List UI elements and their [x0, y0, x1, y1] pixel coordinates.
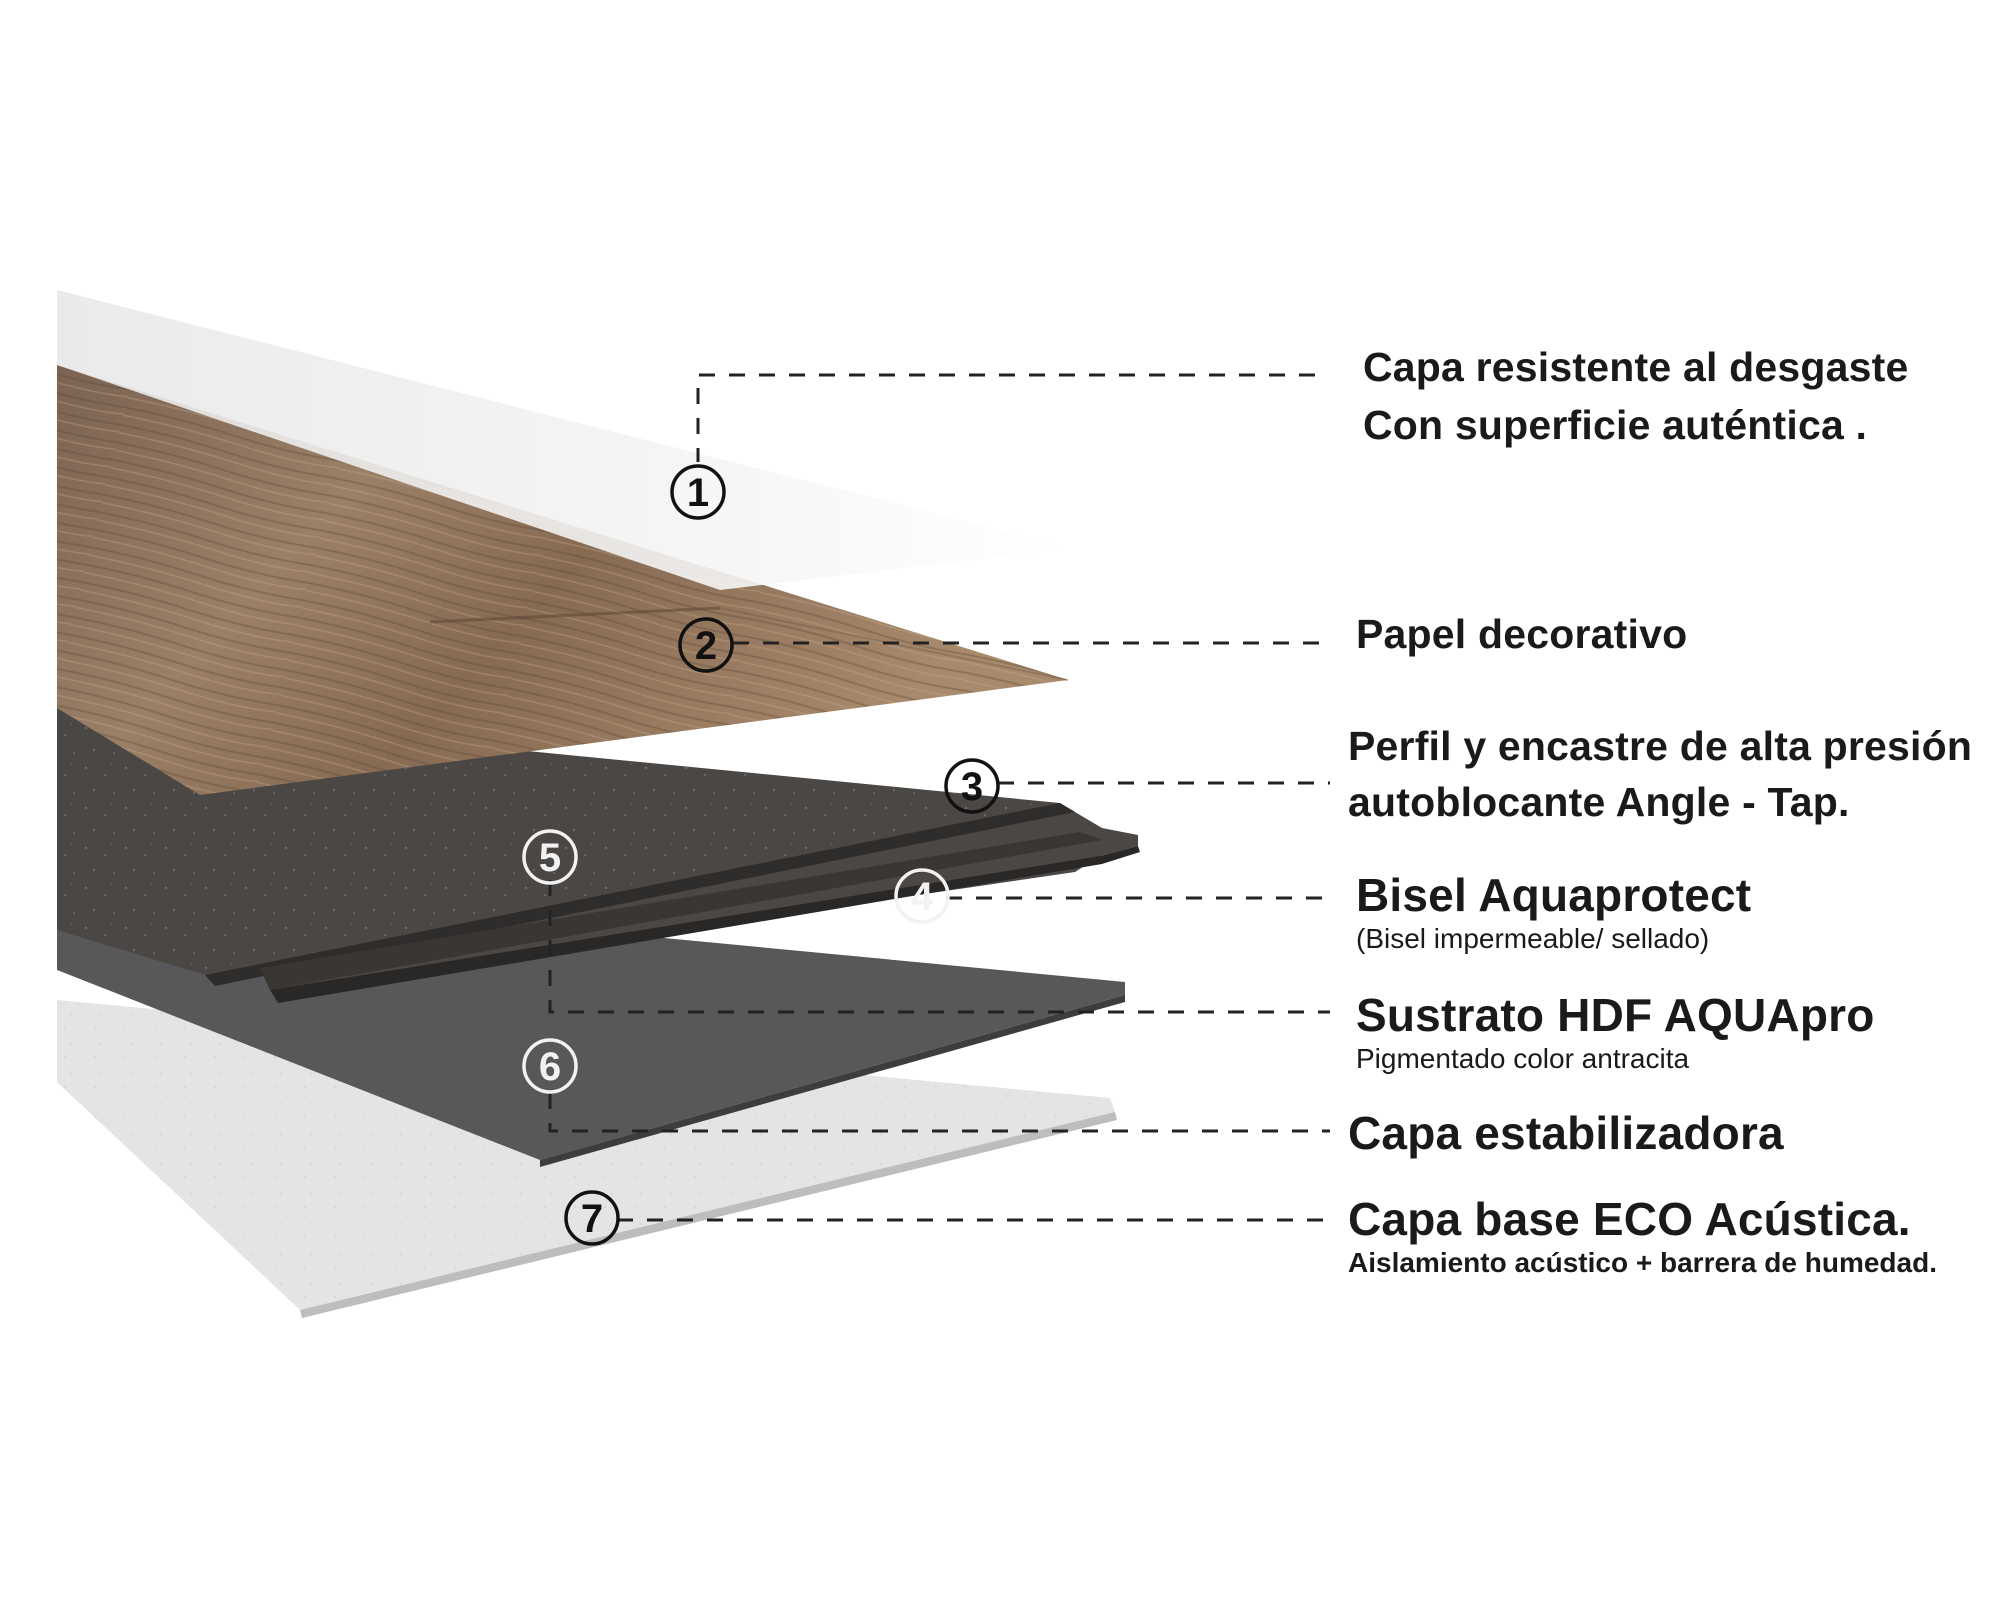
label-subtitle: Aislamiento acústico + barrera de humeda…	[1348, 1247, 1937, 1278]
number-badge-6: 6	[522, 1038, 578, 1094]
label-bevel: Bisel Aquaprotect (Bisel impermeable/ se…	[1356, 868, 1751, 956]
label-profile-lock: Perfil y encastre de alta presión autobl…	[1348, 718, 1972, 830]
label-line: autoblocante Angle - Tap.	[1348, 779, 1850, 825]
number-badge-5: 5	[522, 829, 578, 885]
label-title: Capa base ECO Acústica.	[1348, 1193, 1911, 1245]
decor-paper-layer	[57, 365, 1069, 795]
badge-number: 6	[539, 1045, 561, 1089]
badge-number: 4	[911, 875, 934, 919]
label-line: Perfil y encastre de alta presión	[1348, 723, 1973, 769]
number-badge-7: 7	[564, 1190, 620, 1246]
badge-number: 2	[695, 624, 717, 668]
label-title: Capa estabilizadora	[1348, 1107, 1784, 1159]
connector-6	[548, 1093, 1330, 1133]
label-line: Papel decorativo	[1356, 611, 1688, 657]
number-badge-3: 3	[944, 758, 1000, 814]
connector-5	[548, 880, 1330, 1014]
connector-1	[696, 373, 1315, 462]
label-line: Con superficie auténtica .	[1363, 402, 1868, 448]
label-title: Sustrato HDF AQUApro	[1356, 989, 1875, 1041]
label-hdf-core: Sustrato HDF AQUApro Pigmentado color an…	[1356, 988, 1875, 1076]
label-subtitle: (Bisel impermeable/ sellado)	[1356, 923, 1710, 954]
number-badge-4: 4	[894, 868, 950, 924]
label-title: Bisel Aquaprotect	[1356, 869, 1752, 921]
number-badge-2: 2	[678, 617, 734, 673]
wear-layer	[57, 290, 1070, 590]
label-decor-paper: Papel decorativo	[1356, 608, 1687, 660]
badge-number: 5	[539, 836, 561, 880]
label-base-layer: Capa base ECO Acústica. Aislamiento acús…	[1348, 1192, 1937, 1280]
label-line: Capa resistente al desgaste	[1363, 344, 1909, 390]
label-subtitle: Pigmentado color antracita	[1356, 1043, 1690, 1074]
label-wear-layer: Capa resistente al desgaste Con superfic…	[1363, 338, 1909, 454]
label-stabilizer: Capa estabilizadora	[1348, 1106, 1784, 1160]
connector-lines	[548, 373, 1330, 1222]
badge-number: 1	[687, 471, 709, 515]
badge-number: 3	[961, 765, 983, 809]
badge-number: 7	[581, 1197, 603, 1241]
number-badge-1: 1	[670, 464, 726, 520]
